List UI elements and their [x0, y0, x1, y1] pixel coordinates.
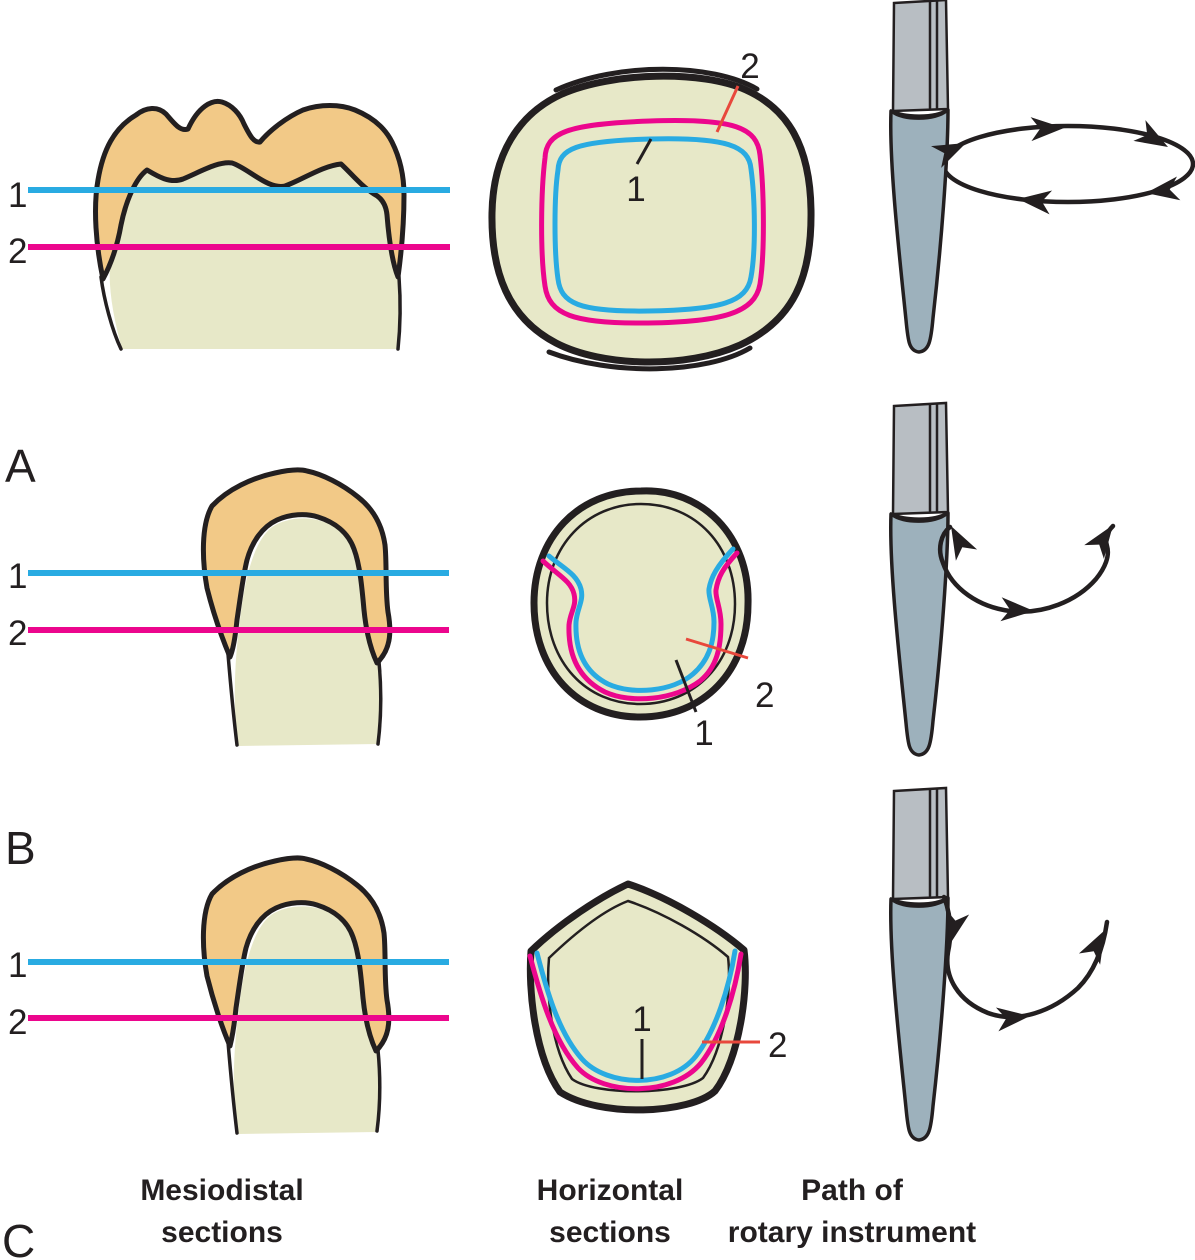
panel-letter-a: A [5, 440, 36, 492]
root-outline-right [375, 1048, 382, 1133]
caption-rotary-line2: rotary instrument [728, 1216, 976, 1249]
leader-line-2 [685, 637, 749, 660]
caption-mesiodistal-line2: sections [161, 1216, 283, 1249]
rotary-path-b [888, 401, 1123, 757]
panel-letter-b: B [5, 822, 36, 874]
tooth-outline [530, 487, 752, 721]
section-line-1-label: 1 [8, 176, 27, 215]
label-2: 2 [755, 676, 774, 715]
sweep-arc [937, 523, 1116, 614]
prep-outline-line1 [546, 546, 736, 693]
rotary-instrument [888, 786, 950, 1142]
dentin-body [108, 163, 401, 349]
row-a: 1 2 2 1 A [5, 0, 1195, 492]
label-2: 2 [740, 47, 759, 86]
outline-double-bottom [546, 345, 753, 372]
outline-double-top [553, 66, 760, 93]
enamel-cap [200, 467, 393, 666]
enamel-cap [200, 855, 392, 1054]
panel-letter-c: C [2, 1215, 35, 1260]
caption-mesiodistal-line1: Mesiodistal [140, 1174, 303, 1207]
label-2: 2 [768, 1026, 787, 1065]
root-outline-right [376, 660, 383, 746]
root-outline-left [226, 1040, 239, 1135]
section-line-2-label: 2 [8, 1003, 27, 1042]
prep-outline-line2 [527, 951, 744, 1092]
leader-line-1 [635, 138, 653, 165]
label-1: 1 [694, 714, 713, 753]
row-b: 1 2 2 1 B [5, 401, 1123, 874]
leader-line-1 [674, 659, 698, 713]
leader-line-2 [715, 85, 740, 133]
prep-outline-line2 [540, 550, 740, 702]
arrowhead-icon [1084, 518, 1123, 559]
prep-outline-line2 [539, 118, 766, 326]
tooth-outline [526, 880, 749, 1114]
rotary-path-c [888, 786, 1116, 1142]
section-line-2-label: 2 [8, 232, 27, 271]
label-1: 1 [626, 170, 645, 209]
section-line-2-label: 2 [8, 614, 27, 653]
rotary-path-a [888, 0, 1195, 354]
section-line-1-label: 1 [8, 557, 27, 596]
root-outline-right [396, 275, 402, 351]
inner-outline [546, 899, 731, 1093]
rotary-instrument [888, 0, 950, 354]
caption-horizontal-line1: Horizontal [537, 1174, 684, 1207]
horizontal-section-a: 2 1 [488, 47, 815, 372]
section-line-1-label: 1 [8, 946, 27, 985]
mesiodistal-section-b: 1 2 [8, 467, 449, 747]
column-captions: Mesiodistal sections Horizontal sections… [140, 1174, 976, 1249]
label-1: 1 [632, 1000, 651, 1039]
horizontal-section-b: 2 1 [530, 487, 774, 753]
mesiodistal-section-c: 1 2 [8, 855, 449, 1135]
enamel-cap [93, 98, 407, 282]
rotary-instrument [888, 401, 950, 757]
horizontal-section-c: 1 2 [526, 880, 787, 1114]
row-c: 1 2 1 2 C [2, 786, 1116, 1260]
root-outline-left [99, 275, 123, 351]
root-outline-left [226, 652, 239, 747]
mesiodistal-section-a: 1 2 [8, 98, 450, 351]
prep-outline-line1 [534, 948, 738, 1083]
caption-rotary-line1: Path of [801, 1174, 904, 1207]
caption-horizontal-line2: sections [549, 1216, 671, 1249]
sweep-arc [941, 894, 1110, 1020]
